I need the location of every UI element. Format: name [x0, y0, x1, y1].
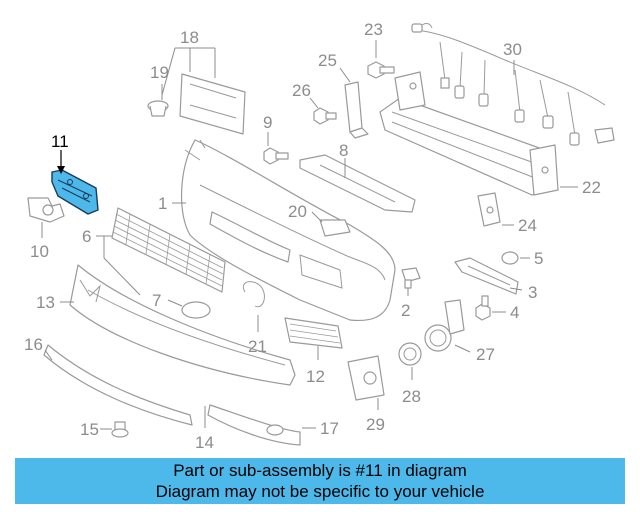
part-15-push-pin	[100, 421, 129, 438]
callout-10: 10	[30, 242, 49, 261]
callout-20: 20	[288, 202, 307, 221]
callout-21: 21	[248, 337, 267, 356]
callout-15: 15	[80, 420, 99, 439]
callout-27: 27	[476, 345, 495, 364]
part-6-grille	[96, 207, 226, 296]
callout-2: 2	[401, 301, 410, 320]
callout-9: 9	[263, 113, 272, 132]
callout-4: 4	[510, 303, 519, 322]
parts-diagram: 1 2 3 4 5 6 7 8 9 10 11 12 13 14 15 16 1…	[24, 20, 615, 452]
part-4-bolt	[475, 295, 506, 321]
callout-24: 24	[518, 216, 537, 235]
part-17-fog-trim	[207, 404, 316, 446]
part-2-bolt	[401, 267, 421, 296]
part-28-sensor-ring	[398, 342, 422, 380]
callout-16: 16	[24, 335, 43, 354]
callout-13: 13	[36, 293, 55, 312]
part-22-reinforcement-beam	[379, 71, 578, 196]
callout-28: 28	[402, 387, 421, 406]
callout-labels: 1 2 3 4 5 6 7 8 9 10 11 12 13 14 15 16 1…	[24, 20, 601, 452]
part-3-bracket	[454, 257, 523, 295]
callout-8: 8	[339, 141, 348, 160]
callout-25: 25	[318, 51, 337, 70]
callout-3: 3	[528, 283, 537, 302]
part-13-lower-section	[60, 264, 296, 386]
callout-29: 29	[366, 415, 385, 434]
part-19-push-clip	[147, 84, 169, 117]
callout-6: 6	[82, 227, 91, 246]
part-23-bolt	[367, 40, 395, 79]
callout-1: 1	[158, 194, 167, 213]
banner-line-disclaimer: Diagram may not be specific to your vehi…	[155, 482, 485, 501]
callout-19: 19	[150, 63, 169, 82]
part-26-bolt	[309, 97, 337, 125]
part-25-bracket	[339, 67, 369, 139]
part-1-bumper-cover	[172, 139, 396, 322]
banner-line-part-number: Part or sub-assembly is #11 in diagram	[173, 461, 467, 480]
callout-22: 22	[582, 178, 601, 197]
part-8-absorber-bracket	[299, 154, 416, 213]
part-24-bracket	[477, 192, 514, 227]
part-11-highlighted-bracket	[51, 150, 99, 215]
part-12-fog-grille	[284, 317, 343, 360]
callout-14: 14	[195, 433, 214, 452]
callout-17: 17	[320, 419, 339, 438]
part-20-cap	[311, 211, 351, 237]
callout-12: 12	[306, 367, 325, 386]
part-21-clip-ring	[242, 281, 265, 332]
callout-11: 11	[51, 132, 69, 151]
part-29-sensor-bracket	[347, 355, 385, 410]
callout-23: 23	[364, 20, 383, 39]
part-5-clip	[501, 251, 530, 265]
part-10-sensor-bracket	[27, 197, 65, 238]
info-banner: Part or sub-assembly is #11 in diagram D…	[15, 458, 625, 504]
callout-30: 30	[503, 40, 522, 59]
callout-26: 26	[292, 81, 311, 100]
callout-18: 18	[180, 28, 199, 47]
part-27-parking-sensor	[424, 299, 471, 353]
part-30-wiring-harness	[411, 23, 615, 146]
part-18-license-bracket	[161, 47, 246, 135]
part-16-trim-strip	[43, 344, 193, 426]
callout-7: 7	[152, 291, 161, 310]
callout-5: 5	[534, 249, 543, 268]
part-9-bolt	[263, 132, 289, 165]
part-7-emblem	[167, 299, 211, 319]
